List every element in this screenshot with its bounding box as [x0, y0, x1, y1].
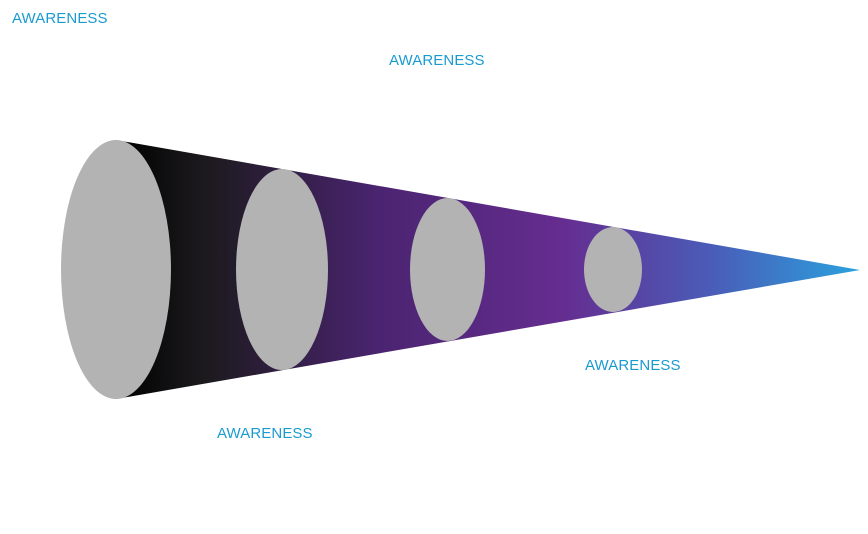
- stage-label-2: AWARENESS: [389, 52, 485, 69]
- stage-ellipse-3: [410, 198, 485, 341]
- stage-ellipse-4: [584, 227, 642, 312]
- cone-body: [116, 140, 860, 399]
- stage-label-4: AWARENESS: [217, 425, 313, 442]
- stage-label-3: AWARENESS: [585, 357, 681, 374]
- stage-label-1: AWARENESS: [12, 10, 108, 27]
- stage-ellipse-1: [61, 140, 171, 399]
- stage-ellipse-2: [236, 169, 328, 370]
